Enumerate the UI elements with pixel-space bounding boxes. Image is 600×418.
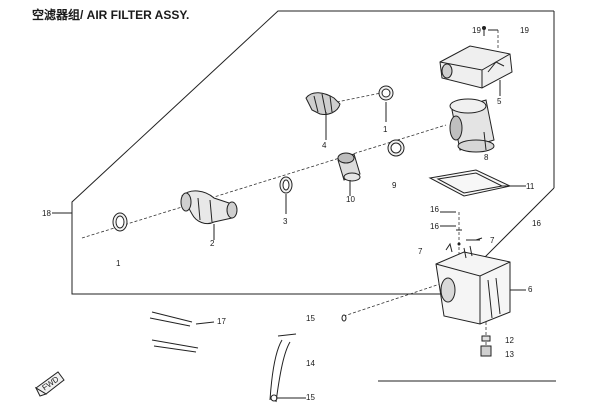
forward-arrow-icon bbox=[34, 371, 65, 397]
callout-5: 5 bbox=[497, 97, 502, 106]
axis-line-main bbox=[81, 124, 447, 239]
callout-7-right: 7 bbox=[490, 236, 495, 245]
screw-part-19 bbox=[482, 26, 486, 36]
callout-16-middle: 16 bbox=[430, 222, 439, 231]
callout-2: 2 bbox=[210, 239, 215, 248]
intake-duct-part-2 bbox=[180, 190, 238, 225]
breather-hose-part-14 bbox=[269, 333, 297, 403]
callout-4: 4 bbox=[322, 141, 327, 150]
callout-17: 17 bbox=[217, 317, 226, 326]
drain-cap-part-13 bbox=[480, 345, 492, 357]
clamp-part-1-middle bbox=[387, 139, 405, 157]
callout-18: 18 bbox=[42, 209, 51, 218]
leader-lines bbox=[52, 29, 526, 399]
callout-16-upper: 16 bbox=[430, 205, 439, 214]
axis-line-hose bbox=[343, 281, 447, 317]
callout-13: 13 bbox=[505, 350, 514, 359]
connector-part-10 bbox=[337, 152, 361, 182]
callout-19-right: 19 bbox=[520, 26, 529, 35]
callout-1-upper: 1 bbox=[383, 125, 388, 134]
axis-line-upper bbox=[331, 91, 387, 104]
strap-part-17 bbox=[149, 311, 199, 353]
diagram-title: 空滤器组/ AIR FILTER ASSY. bbox=[32, 7, 189, 22]
hose-clip-part-15-upper bbox=[341, 314, 347, 322]
clamp-part-1-upper bbox=[378, 85, 394, 101]
gasket-part-11 bbox=[428, 169, 512, 197]
callout-7-left: 7 bbox=[418, 247, 423, 256]
callout-11: 11 bbox=[526, 182, 535, 191]
callout-12: 12 bbox=[505, 336, 514, 345]
callout-15-lower: 15 bbox=[306, 393, 315, 402]
callout-9: 9 bbox=[392, 181, 397, 190]
clamp-part-3 bbox=[279, 176, 293, 194]
screw-part-16 bbox=[456, 229, 462, 246]
filter-cover-part-5 bbox=[439, 45, 513, 89]
callout-6: 6 bbox=[528, 285, 533, 294]
callout-16-right: 16 bbox=[532, 219, 541, 228]
boot-part-4 bbox=[305, 92, 341, 115]
callout-14: 14 bbox=[306, 359, 315, 368]
filter-housing-part-6 bbox=[435, 245, 511, 325]
drain-plug-part-12 bbox=[481, 335, 491, 342]
callout-1-lower: 1 bbox=[116, 259, 121, 268]
callout-3: 3 bbox=[283, 217, 288, 226]
filter-element-part-8 bbox=[449, 98, 495, 153]
callout-19-left: 19 bbox=[472, 26, 481, 35]
callout-15-upper: 15 bbox=[306, 314, 315, 323]
callout-8: 8 bbox=[484, 153, 489, 162]
callout-10: 10 bbox=[346, 195, 355, 204]
clamp-part-1-lower bbox=[112, 212, 128, 232]
